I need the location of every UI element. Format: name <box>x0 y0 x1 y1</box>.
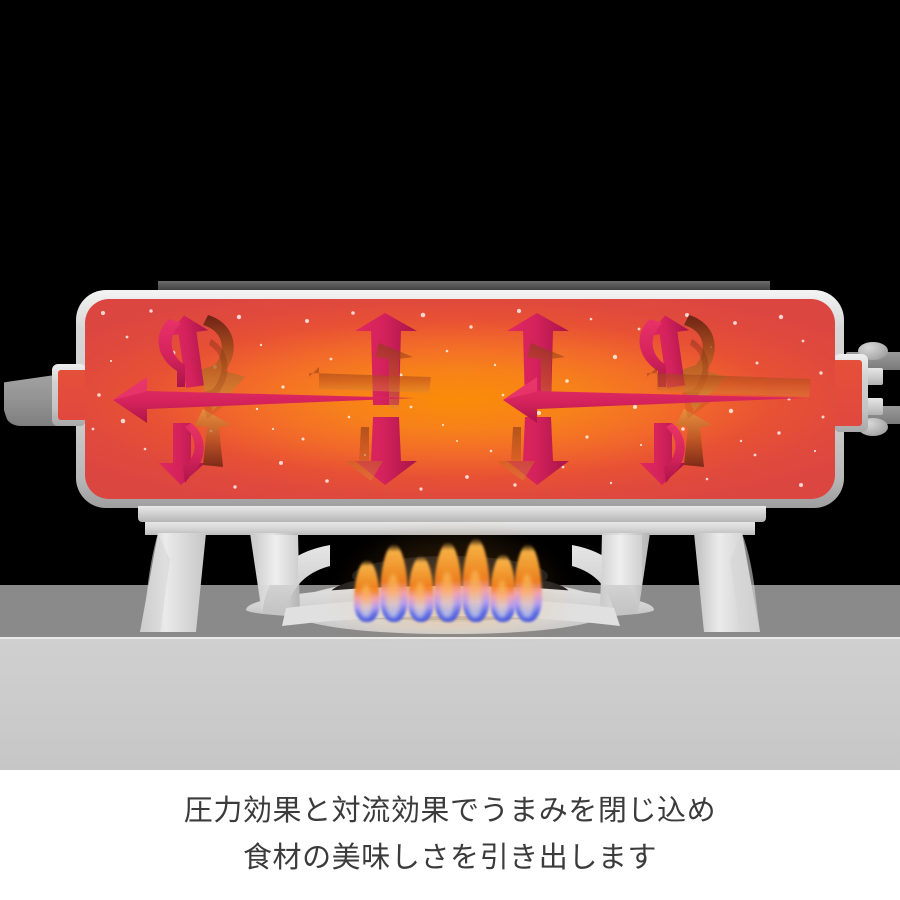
flame-core-1 <box>360 584 372 618</box>
arrow-up-inner-right <box>497 417 569 485</box>
grate-top-rail <box>145 519 755 535</box>
arrow-pressure-left-shadow <box>309 367 431 393</box>
caption-block: 圧力効果と対流効果でうまみを閉じ込め 食材の美味しさを引き出します <box>0 770 900 900</box>
scene-background <box>0 0 900 770</box>
burner-assembly <box>140 519 760 634</box>
caption-line-1: 圧力効果と対流効果でうまみを閉じ込め <box>183 794 717 827</box>
pot-neck-right-fill <box>832 360 862 426</box>
stove-front-panel <box>0 637 900 770</box>
grate-post-right <box>602 535 642 585</box>
heat-flow-arrows <box>113 313 811 485</box>
flame-core-5 <box>468 570 482 618</box>
flame-core-3 <box>414 582 426 618</box>
arrow-pressure-right-shadow <box>647 367 811 397</box>
pot-neck-left-fill <box>58 370 88 420</box>
grate-post-left <box>258 535 298 585</box>
arrow-down-inner-left <box>355 313 417 409</box>
pressure-pot <box>52 290 868 508</box>
burner-flames <box>352 530 552 622</box>
pot-base-plate <box>138 506 766 522</box>
flame-core-7 <box>520 574 534 618</box>
flame-core-4 <box>440 572 454 618</box>
flame-core-6 <box>496 580 508 618</box>
pot-interior <box>85 299 835 499</box>
arrow-down-inner-right <box>507 313 569 409</box>
caption-line-2: 食材の美味しさを引き出します <box>242 842 658 874</box>
arrow-up-inner-left <box>345 417 417 485</box>
arrow-pressure-right <box>503 377 805 423</box>
arrow-pressure-left <box>113 377 415 423</box>
arrow-convection-left <box>158 315 245 485</box>
flame-core-2 <box>386 574 400 618</box>
